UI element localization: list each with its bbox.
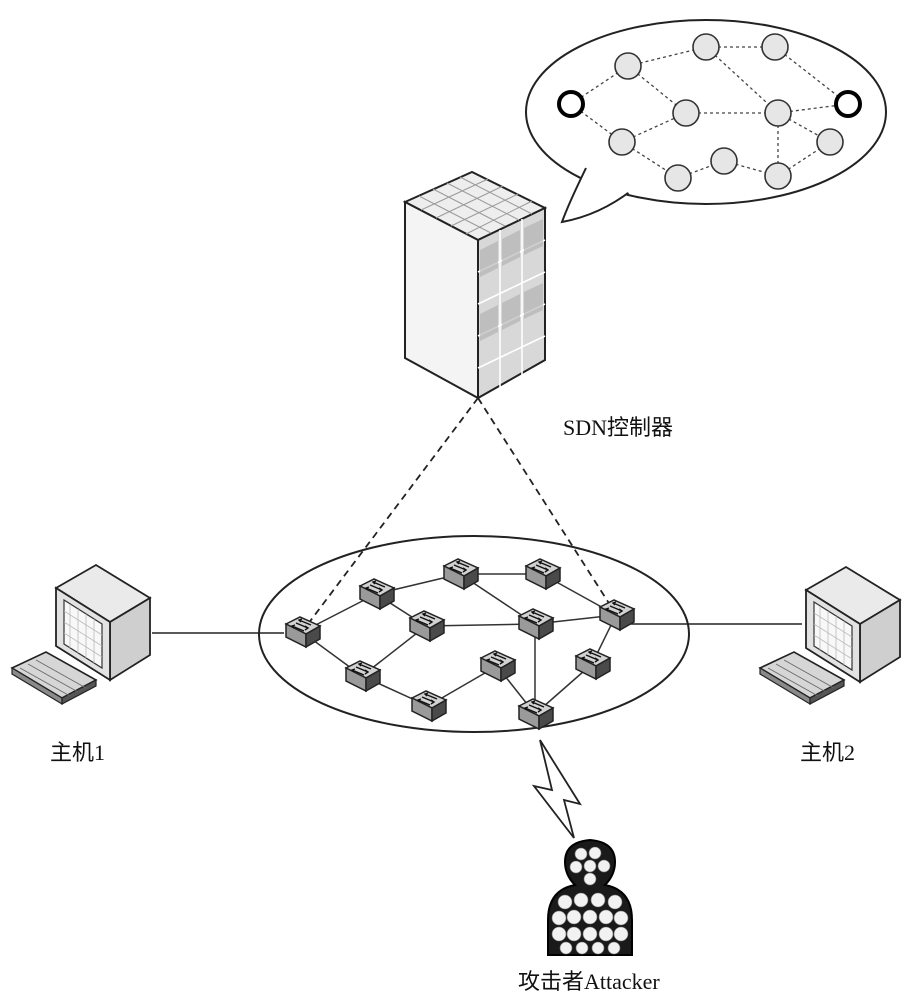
controller-links bbox=[301, 397, 613, 633]
host1-label: 主机1 bbox=[50, 740, 106, 765]
switch-icon bbox=[359, 578, 395, 610]
topology-endpoint-right bbox=[834, 90, 862, 118]
switch-links bbox=[301, 573, 617, 715]
sdn-switch-network bbox=[152, 535, 802, 733]
controller-label: SDN控制器 bbox=[563, 415, 674, 440]
host1-computer-icon bbox=[10, 563, 152, 706]
host2-computer-icon bbox=[758, 565, 902, 706]
switch-icon bbox=[480, 650, 516, 682]
attacker-icon bbox=[547, 838, 633, 956]
topology-endpoint-left bbox=[557, 90, 585, 118]
host2-label: 主机2 bbox=[800, 740, 856, 765]
sdn-controller-server bbox=[402, 170, 548, 400]
switch-icon bbox=[409, 610, 445, 642]
switch-icon bbox=[525, 558, 561, 590]
switch-icon bbox=[518, 608, 554, 640]
switch-icon bbox=[443, 558, 479, 590]
controller-topology-view bbox=[525, 19, 887, 224]
switch-icon bbox=[285, 616, 321, 648]
switch-icon bbox=[599, 599, 635, 631]
switch-icon bbox=[411, 690, 447, 722]
attacker-label: 攻击者Attacker bbox=[518, 969, 660, 994]
attack-lightning-icon bbox=[531, 739, 582, 839]
